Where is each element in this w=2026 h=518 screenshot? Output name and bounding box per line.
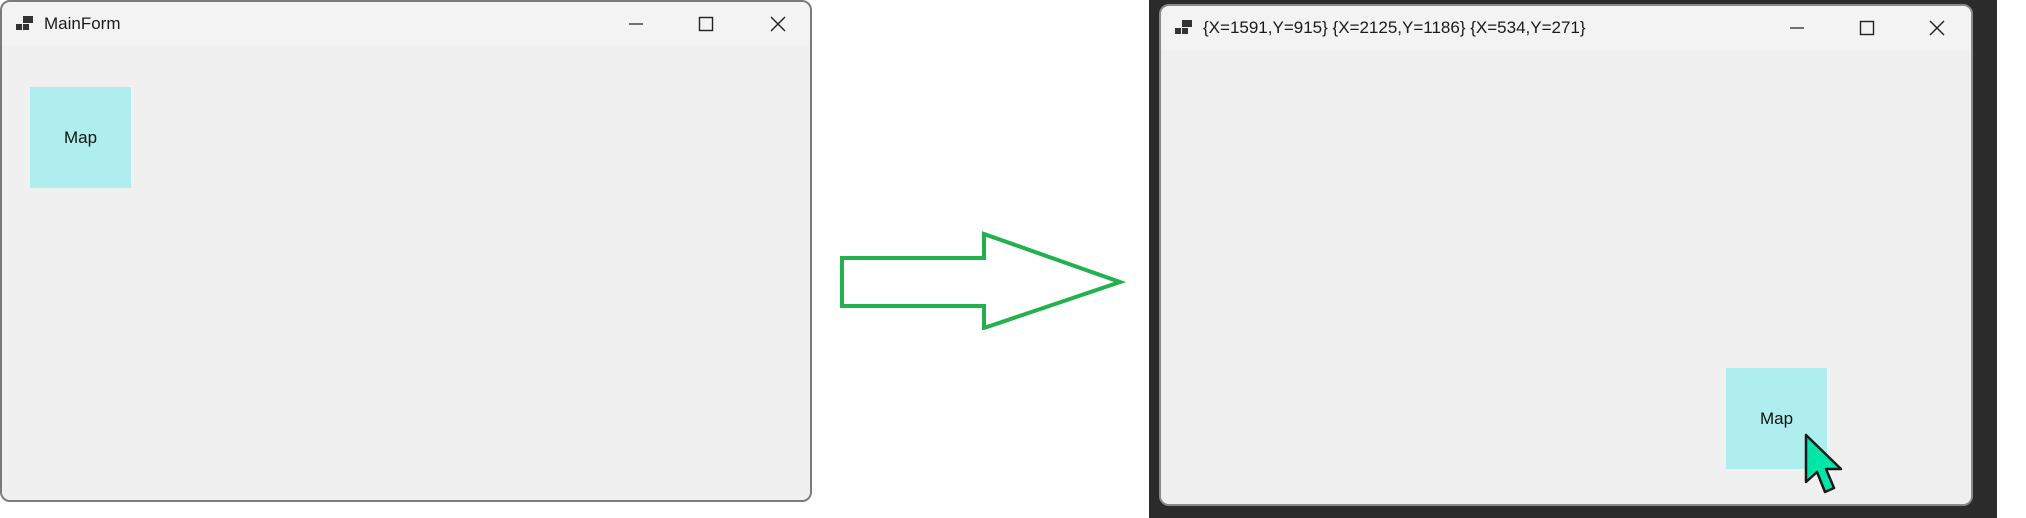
client-area: Map <box>2 46 810 500</box>
minimize-icon <box>1790 27 1804 29</box>
minimize-button[interactable] <box>606 2 666 46</box>
maximize-icon <box>698 16 714 32</box>
transition-arrow-icon <box>840 231 1126 330</box>
close-icon <box>1929 20 1945 36</box>
window-title: {X=1591,Y=915} {X=2125,Y=1186} {X=534,Y=… <box>1203 18 1586 37</box>
main-form-window-after: {X=1591,Y=915} {X=2125,Y=1186} {X=534,Y=… <box>1159 4 1973 506</box>
maximize-icon <box>1859 20 1875 36</box>
minimize-button[interactable] <box>1767 6 1827 50</box>
client-area: Map <box>1161 50 1971 504</box>
map-button[interactable]: Map <box>30 87 131 188</box>
mouse-cursor-icon <box>1804 433 1843 494</box>
minimize-icon <box>629 23 643 25</box>
app-icon <box>1175 20 1192 34</box>
window-title: MainForm <box>44 14 121 33</box>
title-bar[interactable]: {X=1591,Y=915} {X=2125,Y=1186} {X=534,Y=… <box>1161 6 1971 50</box>
maximize-button[interactable] <box>676 2 736 46</box>
title-bar[interactable]: MainForm <box>2 2 810 46</box>
main-form-window-before: MainForm Map <box>0 0 812 502</box>
app-icon <box>16 16 33 30</box>
close-button[interactable] <box>748 2 808 46</box>
maximize-button[interactable] <box>1837 6 1897 50</box>
close-button[interactable] <box>1907 6 1967 50</box>
close-icon <box>770 16 786 32</box>
